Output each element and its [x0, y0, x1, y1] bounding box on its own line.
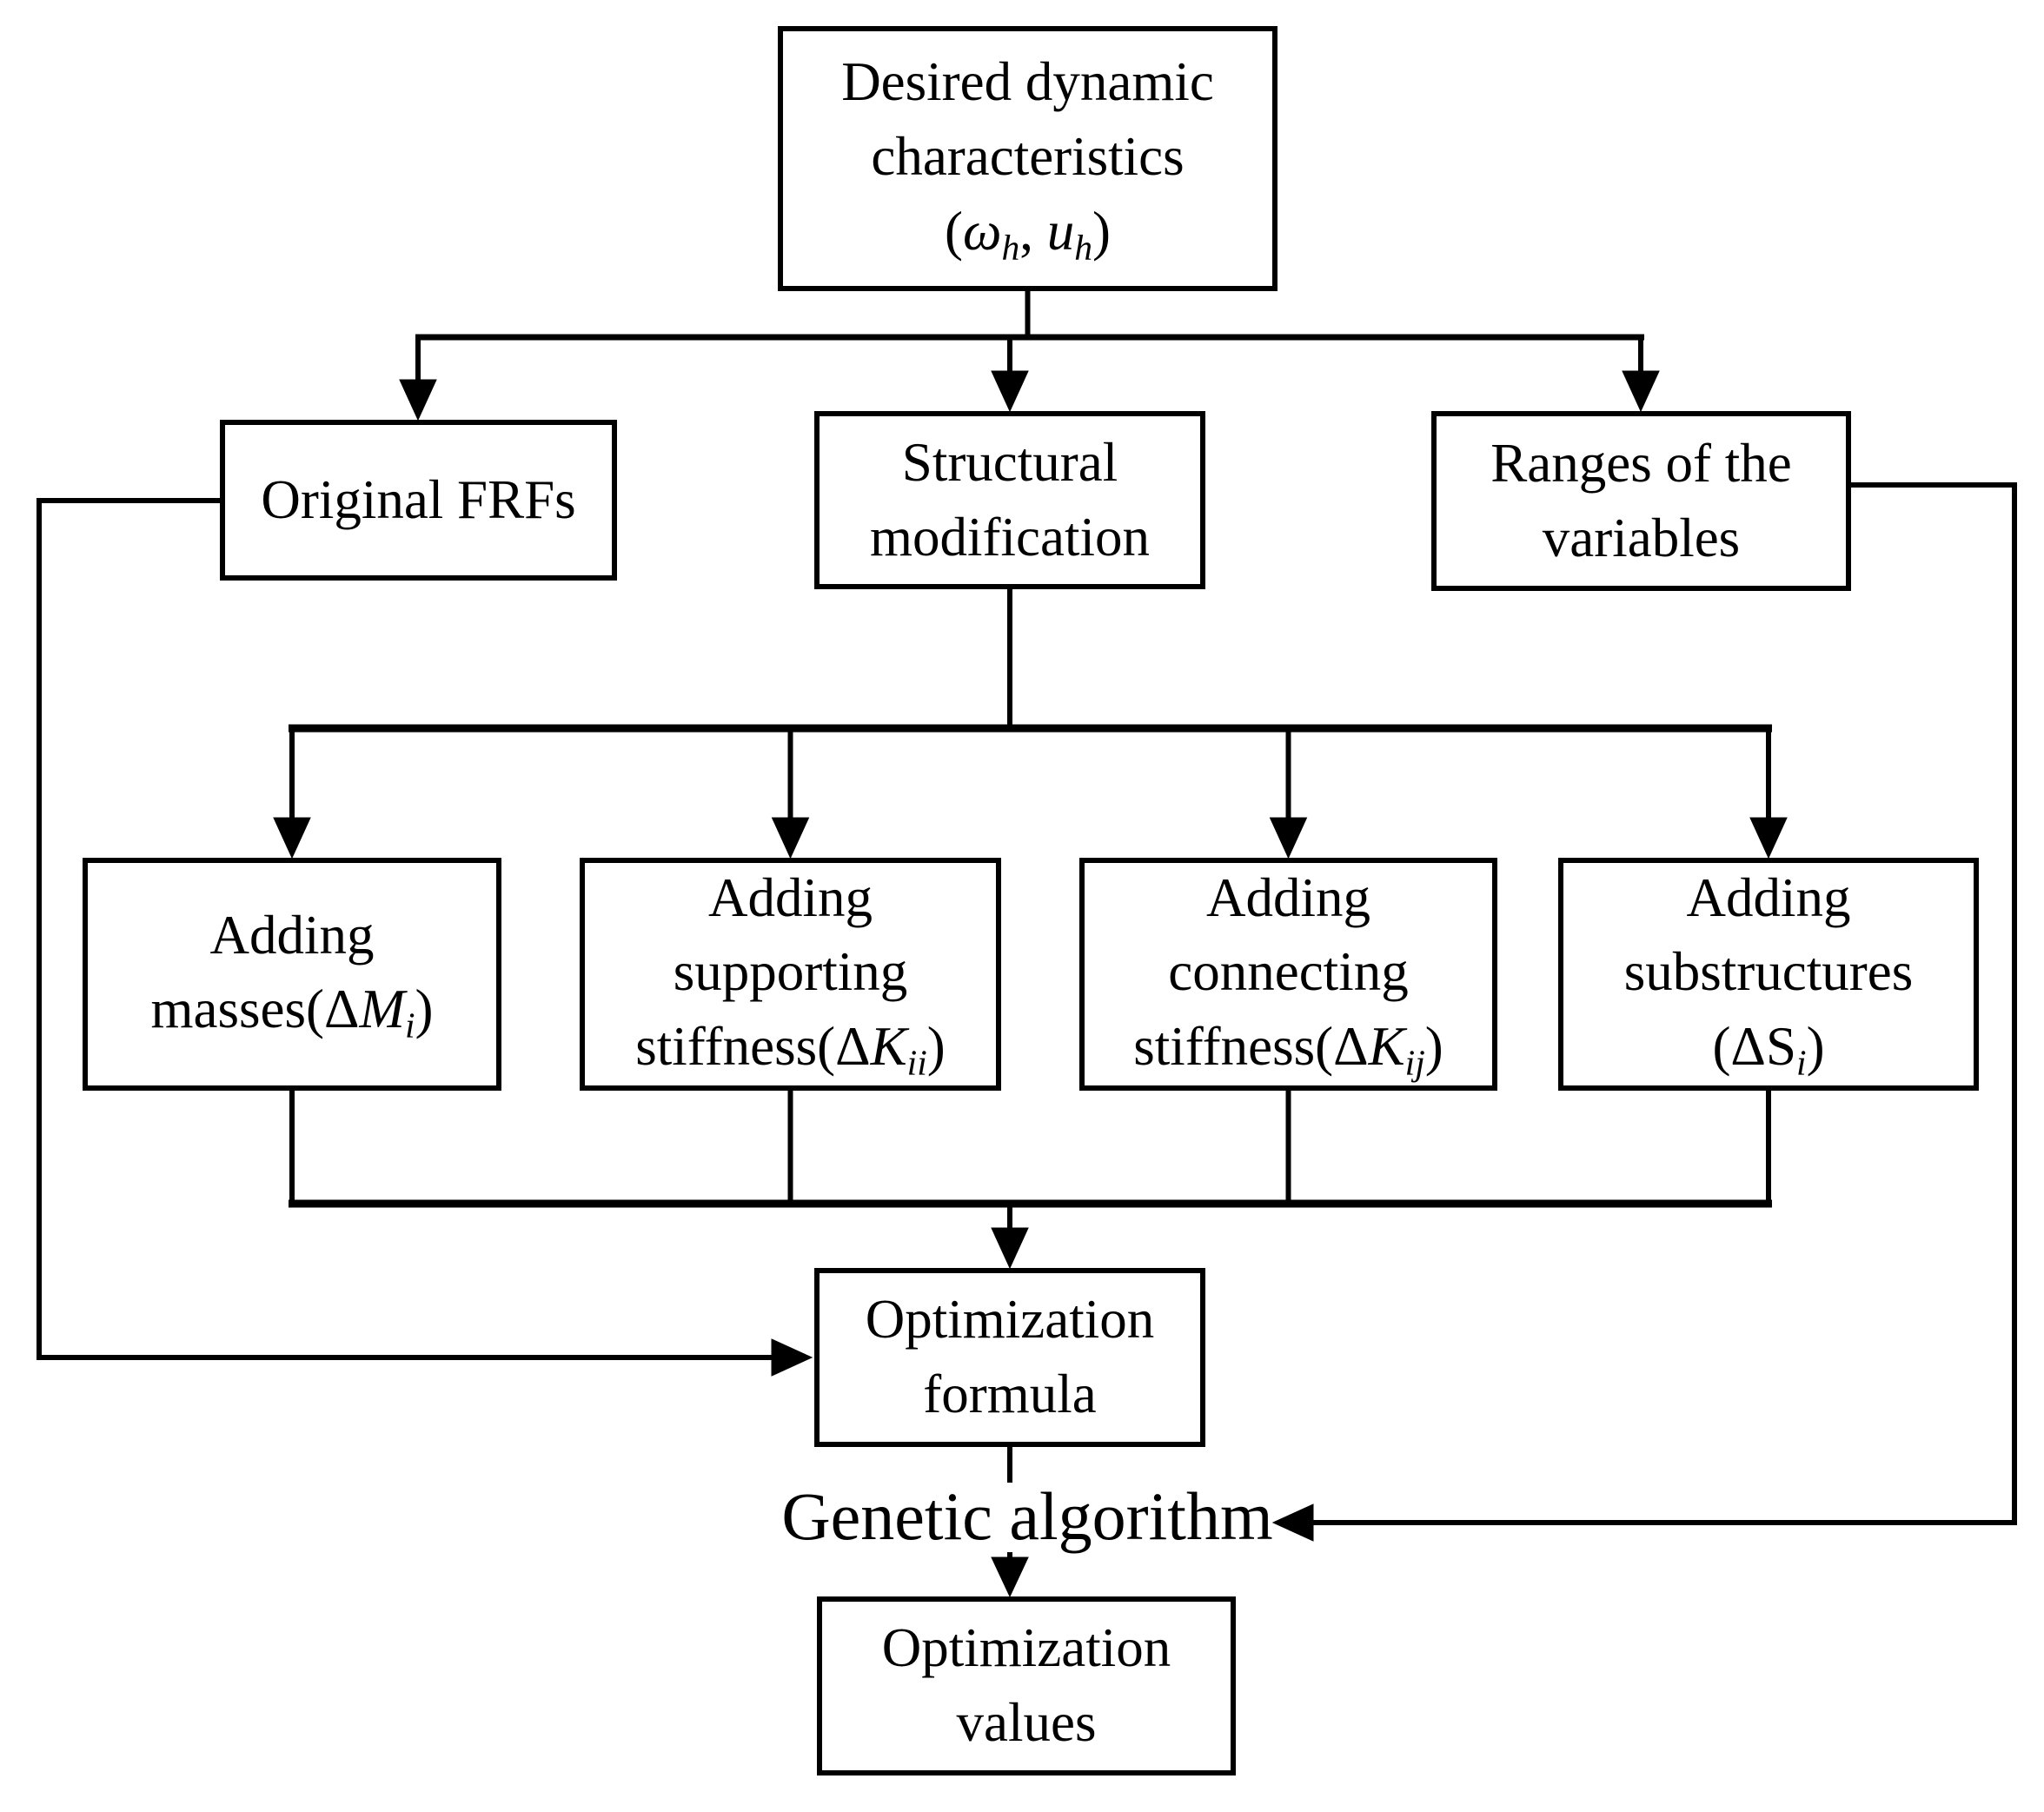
formula-line1: Optimization [865, 1289, 1155, 1351]
desired-line1: Desired dynamic [841, 51, 1214, 113]
stiffness-symbol-kij: K [1368, 1016, 1405, 1078]
substructures-prefix: (Δ [1712, 1016, 1766, 1078]
substructure-symbol: S [1765, 1016, 1796, 1078]
mass-subscript: i [404, 1005, 415, 1045]
arrowhead-original-frfs [399, 379, 437, 421]
omega-subscript: h [1001, 227, 1020, 268]
substructures-line2: substructures [1623, 941, 1914, 1003]
stiffness-subscript-ij: ij [1404, 1042, 1425, 1083]
masses-math: masses(ΔMi) [150, 972, 433, 1050]
rail-ranges-to-genetic [1311, 482, 2017, 1525]
stiffness-subscript-ii: ii [906, 1042, 927, 1083]
box-original-frfs: Original FRFs [220, 420, 617, 581]
connecting-math: stiffness(ΔKij) [1133, 1010, 1443, 1087]
u-symbol: u [1046, 200, 1075, 262]
connecting-line1: Adding [1206, 866, 1370, 928]
box-adding-connecting-stiffness: Adding connecting stiffness(ΔKij) [1079, 858, 1497, 1091]
box-adding-substructures: Adding substructures (ΔSi) [1558, 858, 1979, 1091]
ranges-line1: Ranges of the [1490, 432, 1792, 494]
mass-symbol: M [359, 979, 405, 1040]
structural-line2: modification [870, 506, 1150, 567]
desired-math: (ωh, uh) [945, 195, 1111, 272]
substructures-line1: Adding [1686, 866, 1851, 928]
arrowhead-supporting [771, 817, 810, 860]
rail-original-frfs-to-formula [36, 498, 773, 1360]
arrowhead-substructures [1749, 817, 1788, 860]
original-frfs-label: Original FRFs [261, 468, 576, 530]
substructures-math: (ΔSi) [1712, 1010, 1824, 1087]
u-subscript: h [1074, 227, 1093, 268]
stiffness-symbol-kii: K [870, 1016, 907, 1078]
supporting-line2: supporting [673, 941, 908, 1003]
separator: , [1019, 200, 1047, 262]
structural-line1: Structural [901, 431, 1118, 493]
box-desired-dynamic-characteristics: Desired dynamic characteristics (ωh, uh) [778, 26, 1278, 291]
supporting-line1: Adding [708, 866, 873, 928]
box-adding-supporting-stiffness: Adding supporting stiffness(ΔKii) [580, 858, 1001, 1091]
formula-line2: formula [923, 1364, 1097, 1424]
arrowhead-structural [991, 370, 1029, 413]
masses-line1: Adding [209, 904, 375, 966]
genetic-algorithm-label: Genetic algorithm [781, 1478, 1273, 1554]
box-adding-masses: Adding masses(ΔMi) [83, 858, 501, 1091]
desired-line2: characteristics [871, 125, 1185, 187]
box-structural-modification: Structural modification [814, 411, 1205, 589]
supporting-prefix: stiffness(Δ [635, 1016, 871, 1078]
values-line2: values [956, 1692, 1097, 1753]
arrowhead-values-top [991, 1556, 1029, 1598]
arrowhead-connecting [1269, 817, 1308, 860]
connecting-close: ) [1424, 1016, 1443, 1078]
arrowhead-ranges [1622, 370, 1660, 413]
substructure-subscript: i [1796, 1042, 1807, 1083]
arrowhead-formula-top [991, 1227, 1029, 1270]
box-ranges-of-variables: Ranges of the variables [1431, 411, 1851, 591]
arrowhead-genetic-right [1271, 1503, 1314, 1542]
masses-close: ) [415, 979, 434, 1040]
box-optimization-values: Optimization values [817, 1596, 1236, 1775]
values-line1: Optimization [881, 1617, 1171, 1679]
paren-open: ( [944, 200, 963, 262]
arrowhead-masses [273, 817, 311, 860]
masses-prefix: masses(Δ [150, 979, 360, 1040]
box-optimization-formula: Optimization formula [814, 1268, 1205, 1447]
substructures-close: ) [1806, 1016, 1825, 1078]
paren-close: ) [1092, 200, 1112, 262]
arrowhead-formula-left [771, 1338, 813, 1377]
connecting-prefix: stiffness(Δ [1133, 1016, 1369, 1078]
omega-symbol: ω [962, 200, 1002, 262]
connecting-line2: connecting [1168, 941, 1409, 1003]
ranges-line2: variables [1542, 507, 1741, 568]
supporting-math: stiffness(ΔKii) [635, 1010, 945, 1087]
supporting-close: ) [926, 1016, 946, 1078]
